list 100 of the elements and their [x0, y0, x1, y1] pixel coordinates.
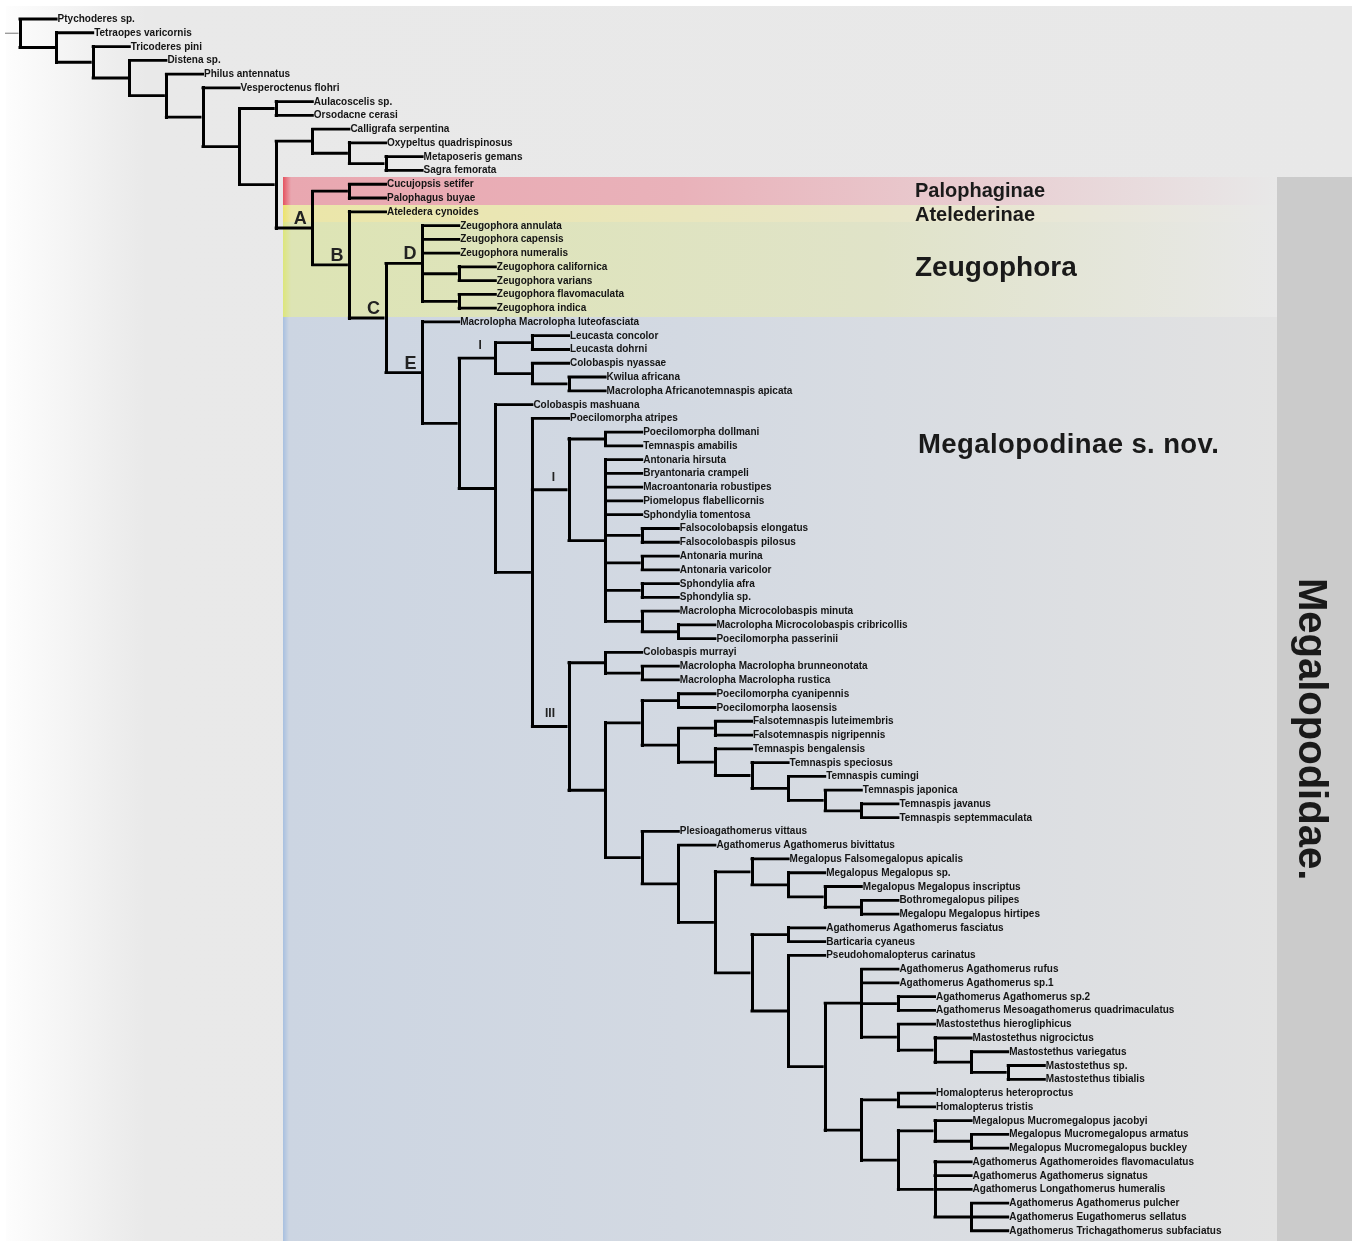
taxon-label: Agathomerus Agathomerus rufus — [899, 963, 1059, 976]
branch-line — [128, 58, 168, 62]
taxon-label: Agathomerus Agathomerus signatus — [972, 1169, 1148, 1182]
junction-line — [640, 609, 644, 634]
taxon-label: Agathomerus Agathomerus fasciatus — [826, 921, 1004, 934]
branch-line — [860, 967, 900, 971]
junction-line — [713, 747, 717, 777]
taxon-label: Zeugophora flavomaculata — [496, 288, 625, 301]
junction-line — [787, 953, 791, 1069]
taxon-label: Agathomerus Mesoagathomerus quadrimaculatus — [936, 1004, 1175, 1017]
branch-line — [604, 499, 644, 503]
taxon-label: Palophagus buyae — [387, 192, 476, 204]
branch-line — [677, 726, 714, 730]
taxon-label: Temnaspis septemmaculata — [899, 811, 1033, 824]
clade-name: Atelederinae — [915, 204, 1036, 224]
junction-line — [787, 774, 791, 802]
clade-label: D — [403, 244, 417, 263]
taxon-label: Mastostethus tibialis — [1045, 1073, 1145, 1086]
branch-line — [421, 272, 458, 276]
taxon-label: Mastostethus variegatus — [1009, 1045, 1127, 1058]
branch-line — [860, 912, 900, 916]
junction-line — [823, 1001, 827, 1132]
junction-line — [933, 1119, 937, 1143]
junction-line — [677, 843, 681, 924]
taxon-label: Mastostethus sp. — [1045, 1059, 1128, 1072]
branch-line — [787, 940, 827, 943]
taxon-label: Temnaspis speciosus — [789, 756, 893, 769]
junction-line — [201, 86, 205, 149]
junction-line — [347, 210, 351, 320]
taxon-label: Aulacoscelis sp. — [313, 95, 393, 108]
taxon-label: Pseudohomalopterus carinatus — [826, 949, 976, 962]
junction-line — [457, 356, 461, 490]
taxon-label: Temnaspis japonica — [862, 784, 958, 797]
taxon-label: Agathomerus Longathomerus humeralis — [972, 1183, 1166, 1196]
junction-line — [55, 31, 59, 64]
taxon-label: Poecilomorpha atripes — [570, 412, 678, 425]
clade-label: B — [330, 245, 344, 264]
taxon-label: Bryantonaria crampeli — [643, 467, 749, 480]
taxon-label: Mastostethus hierogliphicus — [936, 1018, 1072, 1031]
taxon-label: Ateledera cynoides — [387, 205, 479, 218]
taxon-label: Zeugophora varians — [496, 274, 593, 287]
junction-line — [640, 699, 644, 747]
taxon-label: Zeugophora capensis — [460, 233, 564, 246]
junction-line — [933, 1036, 937, 1064]
taxon-label: Megalopus Falsomegalopus apicalis — [789, 852, 963, 865]
branch-line — [604, 534, 641, 537]
branch-line — [421, 421, 458, 425]
branch-line — [604, 430, 644, 434]
taxon-label: Piomelopus flabellicornis — [643, 494, 765, 507]
taxon-label: Homalopterus tristis — [936, 1100, 1034, 1113]
taxon-label: Zeugophora annulata — [460, 219, 562, 232]
taxon-label: Bothromegalopus pilipes — [899, 894, 1020, 907]
branch-line — [604, 472, 644, 475]
branch-line — [311, 189, 348, 193]
junction-line — [567, 661, 571, 792]
branch-line — [604, 589, 641, 592]
branch-line — [787, 926, 827, 930]
taxon-label: Colobaspis murrayi — [643, 646, 737, 659]
branch-line — [421, 251, 461, 255]
junction-line — [530, 416, 534, 728]
branch-line — [494, 403, 534, 406]
junction-line — [933, 1160, 937, 1219]
junction-line — [896, 1129, 900, 1191]
junction-line — [896, 1022, 900, 1052]
taxon-label: Zeugophora californica — [496, 260, 608, 273]
junction-line — [494, 341, 498, 376]
taxon-label: Temnaspis bengalensis — [753, 742, 866, 755]
branch-line — [55, 31, 95, 35]
junction-line — [91, 45, 95, 80]
branch-line — [970, 1201, 1010, 1205]
junction-line — [311, 189, 315, 267]
clade-name: Megalopodinae s. nov. — [918, 430, 1220, 458]
branch-line — [604, 485, 644, 489]
branch-line — [604, 561, 641, 565]
branch-line — [860, 1035, 897, 1039]
branch-line — [860, 981, 900, 985]
branch-line — [860, 898, 900, 902]
clade-label: E — [404, 353, 417, 372]
branch-line — [238, 183, 275, 186]
taxon-label: Agathomerus Agathomerus sp.1 — [899, 976, 1054, 989]
junction-line — [421, 320, 425, 425]
branch-line — [970, 1215, 1010, 1219]
junction-line — [604, 458, 608, 623]
taxon-label: Oxypeltus quadrispinosus — [387, 136, 513, 149]
junction-line — [274, 139, 278, 230]
branch-line — [677, 760, 714, 764]
taxon-label: Poecilomorpha dollmani — [643, 426, 760, 439]
taxon-label: Mastostethus nigrocictus — [972, 1031, 1094, 1044]
branch-line — [970, 1050, 1010, 1054]
taxon-label: Megalopu Megalopus hirtipes — [899, 908, 1040, 921]
branch-line — [787, 953, 827, 957]
taxon-label: Plesioagathomerus vittaus — [679, 825, 808, 838]
junction-line — [347, 141, 351, 166]
branch-line — [238, 107, 275, 110]
taxon-label: Philus antennatus — [204, 68, 291, 81]
branch-line — [787, 1065, 824, 1068]
branch-line — [604, 856, 641, 859]
taxon-label: Falsocolobaspis pilosus — [679, 536, 796, 549]
taxon-label: Megalopus Mucromegalopus jacobyi — [972, 1114, 1148, 1127]
branch-line — [787, 799, 824, 802]
